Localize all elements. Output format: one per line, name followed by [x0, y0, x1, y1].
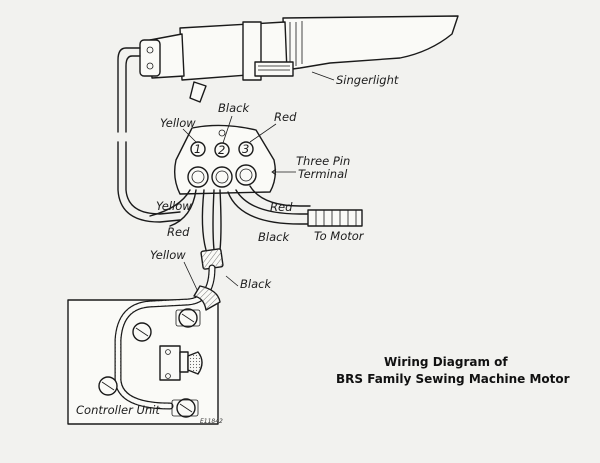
motor-leads: [149, 185, 363, 270]
three-pin-terminal: 1 2 3: [173, 124, 277, 195]
pin2-socket: [211, 166, 233, 188]
label-black-top: Black: [218, 101, 250, 115]
caption-line-2: BRS Family Sewing Machine Motor: [336, 372, 570, 386]
label-terminal: Terminal: [298, 167, 348, 181]
pin3-number: 3: [242, 142, 249, 156]
caption-line-1: Wiring Diagram of: [384, 355, 508, 369]
label-red-mid: Red: [270, 200, 293, 214]
label-black-lower: Black: [240, 277, 272, 291]
label-yellow-side: Yellow: [156, 199, 192, 213]
lamp-cable: [117, 141, 181, 223]
label-yellow-top: Yellow: [160, 116, 196, 130]
pin1-number: 1: [194, 142, 201, 156]
label-three-pin: Three Pin: [296, 154, 350, 168]
label-to-motor: To Motor: [314, 229, 365, 243]
controller-unit: [67, 264, 221, 425]
lamp-shade: [282, 15, 459, 71]
pin2-number: 2: [218, 143, 225, 157]
pin1-socket: [187, 166, 209, 188]
label-part-number: E11842: [200, 418, 223, 425]
label-controller-unit: Controller Unit: [76, 403, 160, 417]
pin1-screw: [190, 141, 206, 157]
motor-plug: [307, 209, 363, 227]
label-singerlight: Singerlight: [336, 73, 399, 87]
lamp-switch-knob: [189, 81, 207, 103]
pin3-socket: [235, 164, 257, 186]
label-yellow-lower: Yellow: [150, 248, 186, 262]
singerlight-lamp: [117, 15, 459, 133]
label-black-mid: Black: [258, 230, 290, 244]
pin2-screw: [214, 142, 230, 158]
label-red-top: Red: [274, 110, 297, 124]
label-red-lower-left: Red: [167, 225, 190, 239]
pin3-screw: [238, 141, 254, 157]
